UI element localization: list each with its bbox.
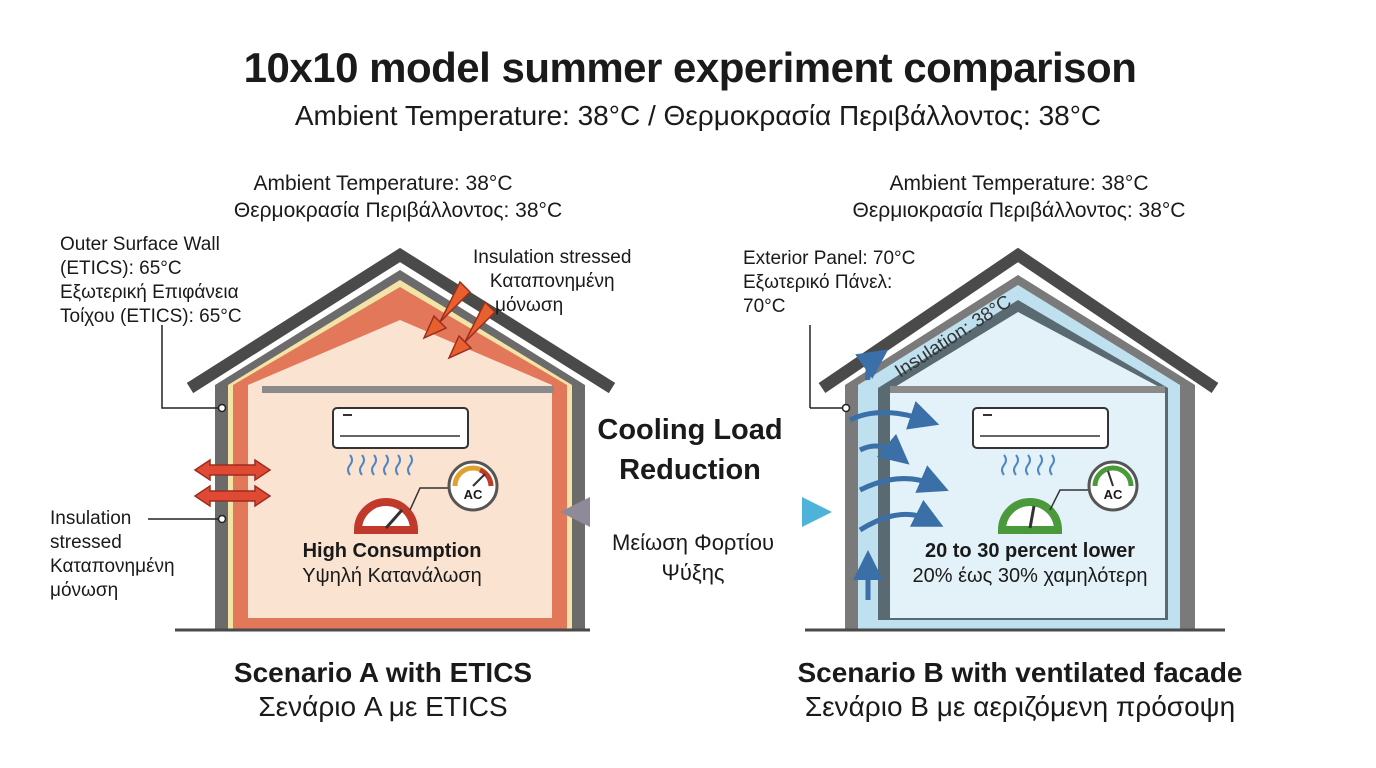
title-line: Reduction: [619, 454, 761, 486]
label-line: Καταπονημένη: [50, 556, 175, 577]
ambient-temp-a-gr: Θερμοκρασία Περιβάλλοντος: 38°C: [233, 199, 563, 222]
cold-air-waves-icon: [347, 454, 413, 476]
label-line: Εξωτερική Επιφάνεια: [60, 282, 239, 303]
label-line: Insulation stressed: [473, 247, 632, 268]
page-subtitle: Ambient Temperature: 38°C / Θερμοκρασία …: [294, 100, 1102, 131]
cooling-load-gr: Μείωση Φορτίου Ψύξης: [612, 528, 774, 588]
ac-gauge-label-a: AC: [463, 487, 483, 502]
ac-gauge-icon: [1087, 460, 1139, 512]
scenario-b-caption-gr: Σενάριο B με αεριζόμενη πρόσοψη: [804, 691, 1236, 722]
ambient-temp-b-gr: Θερμιοκρασία Περιβάλλοντος: 38°C: [852, 199, 1186, 222]
label-line: (ETICS): 65°C: [60, 258, 182, 279]
label-line: Εξωτερικό Πάνελ:: [743, 272, 893, 293]
roof-heat-arrows-icon: [422, 280, 497, 360]
ambient-temp-b-en: Ambient Temperature: 38°C: [889, 172, 1149, 195]
roof: [818, 247, 1219, 393]
page-title: 10x10 model summer experiment comparison: [243, 44, 1137, 91]
cooling-load-title: Cooling Load Reduction: [597, 410, 782, 490]
scenario-a-caption-en: Scenario A with ETICS: [233, 657, 533, 688]
label-line: Insulation: [50, 508, 132, 529]
label-line: μόνωση: [495, 295, 564, 316]
title-line: Ψύξης: [661, 560, 725, 585]
roof: [186, 247, 616, 394]
exterior-panel-label: Exterior Panel: 70°C Εξωτερικό Πάνελ: 70…: [743, 247, 915, 319]
cold-air-waves-icon: [1001, 454, 1055, 476]
label-line: μόνωση: [50, 580, 119, 601]
high-consumption-gauge-icon: [353, 498, 419, 534]
ventilation-airflow-arrows-icon: [848, 349, 949, 600]
ac-unit-icon: [332, 407, 469, 449]
ceiling: [262, 386, 554, 393]
outer-wall-label: Outer Surface Wall (ETICS): 65°C Εξωτερι…: [60, 233, 242, 329]
consumption-b-gr: 20% έως 30% χαμηλότερη: [912, 565, 1148, 587]
house-scenario-b: Insulation: 38°C: [805, 247, 1225, 632]
label-line: Outer Surface Wall: [60, 234, 220, 255]
wall-insulation-label: Insulation stressed Καταπονημένη μόνωση: [50, 507, 175, 603]
ambient-temp-a-en: Ambient Temperature: 38°C: [253, 172, 513, 195]
ac-gauge-icon: [447, 460, 499, 512]
ceiling: [890, 386, 1165, 393]
scenario-b-caption-en: Scenario B with ventilated facade: [797, 657, 1243, 688]
label-line: Τοίχου (ETICS): 65°C: [60, 306, 242, 327]
label-line: Καταπονημένη: [489, 271, 615, 292]
title-line: Μείωση Φορτίου: [612, 530, 774, 555]
consumption-a-en: High Consumption: [302, 540, 482, 562]
ac-unit-icon: [972, 407, 1109, 449]
consumption-b-en: 20 to 30 percent lower: [924, 540, 1136, 562]
comparison-arrow: [560, 497, 832, 527]
scenario-a-caption-gr: Σενάριο A με ETICS: [258, 691, 508, 722]
ac-gauge-label-b: AC: [1103, 487, 1123, 502]
house-scenario-a: [148, 247, 616, 632]
label-line: Exterior Panel: 70°C: [743, 248, 916, 269]
title-line: Cooling Load: [597, 414, 783, 446]
low-consumption-gauge-icon: [997, 498, 1063, 534]
consumption-a-gr: Υψηλή Κατανάλωση: [302, 565, 482, 587]
label-line: stressed: [50, 532, 122, 553]
heat-flow-arrows-icon: [193, 458, 272, 508]
roof-insulation-label: Insulation stressed Καταπονημένη μόνωση: [473, 246, 631, 318]
label-line: 70°C: [743, 296, 786, 317]
